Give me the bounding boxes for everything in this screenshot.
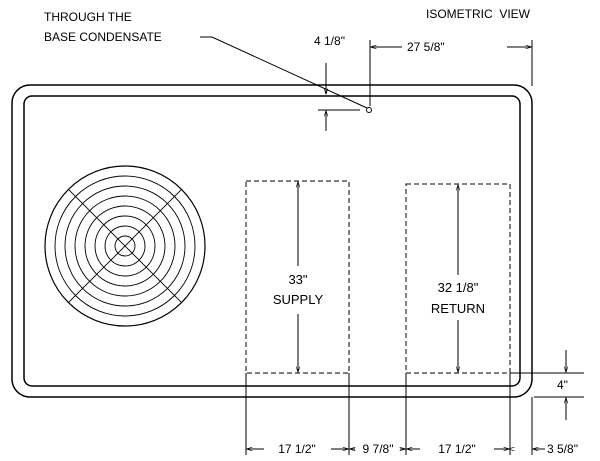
dim-supply-height: 33" xyxy=(288,272,307,287)
dim-condensate-offset: 4 1/8" xyxy=(314,34,345,48)
condensate-leader-line xyxy=(200,36,368,109)
fan-ring xyxy=(104,225,146,267)
condensate-drain-point xyxy=(366,107,372,113)
condensate-label-line1: THROUGH THE xyxy=(44,10,132,24)
dim-return-height: 32 1/8" xyxy=(438,280,479,295)
dim-bottom-margin: 4" xyxy=(557,378,568,392)
condensate-label-line2: BASE CONDENSATE xyxy=(44,30,162,44)
fan-ring xyxy=(74,195,176,297)
fan-ring xyxy=(44,165,206,327)
fan-spoke xyxy=(68,189,182,303)
fan-grille-icon xyxy=(44,165,206,327)
fan-ring xyxy=(114,235,136,257)
fan-ring xyxy=(64,185,186,307)
fan-ring xyxy=(54,175,196,317)
dim-gap-between: 9 7/8" xyxy=(363,442,394,456)
supply-opening xyxy=(245,180,350,374)
view-label: ISOMETRIC VIEW xyxy=(426,7,531,21)
return-opening xyxy=(405,183,511,374)
dim-supply-width: 17 1/2" xyxy=(278,442,316,456)
fan-ring xyxy=(94,215,156,277)
dim-right-margin: 3 5/8" xyxy=(547,442,578,456)
supply-label: SUPPLY xyxy=(273,292,324,307)
unit-outer-outline xyxy=(11,84,533,398)
dim-condensate-from-right: 27 5/8" xyxy=(407,40,445,54)
dim-return-width: 17 1/2" xyxy=(438,442,476,456)
return-label: RETURN xyxy=(431,301,485,316)
fan-ring xyxy=(84,205,166,287)
unit-inner-outline xyxy=(23,95,521,387)
